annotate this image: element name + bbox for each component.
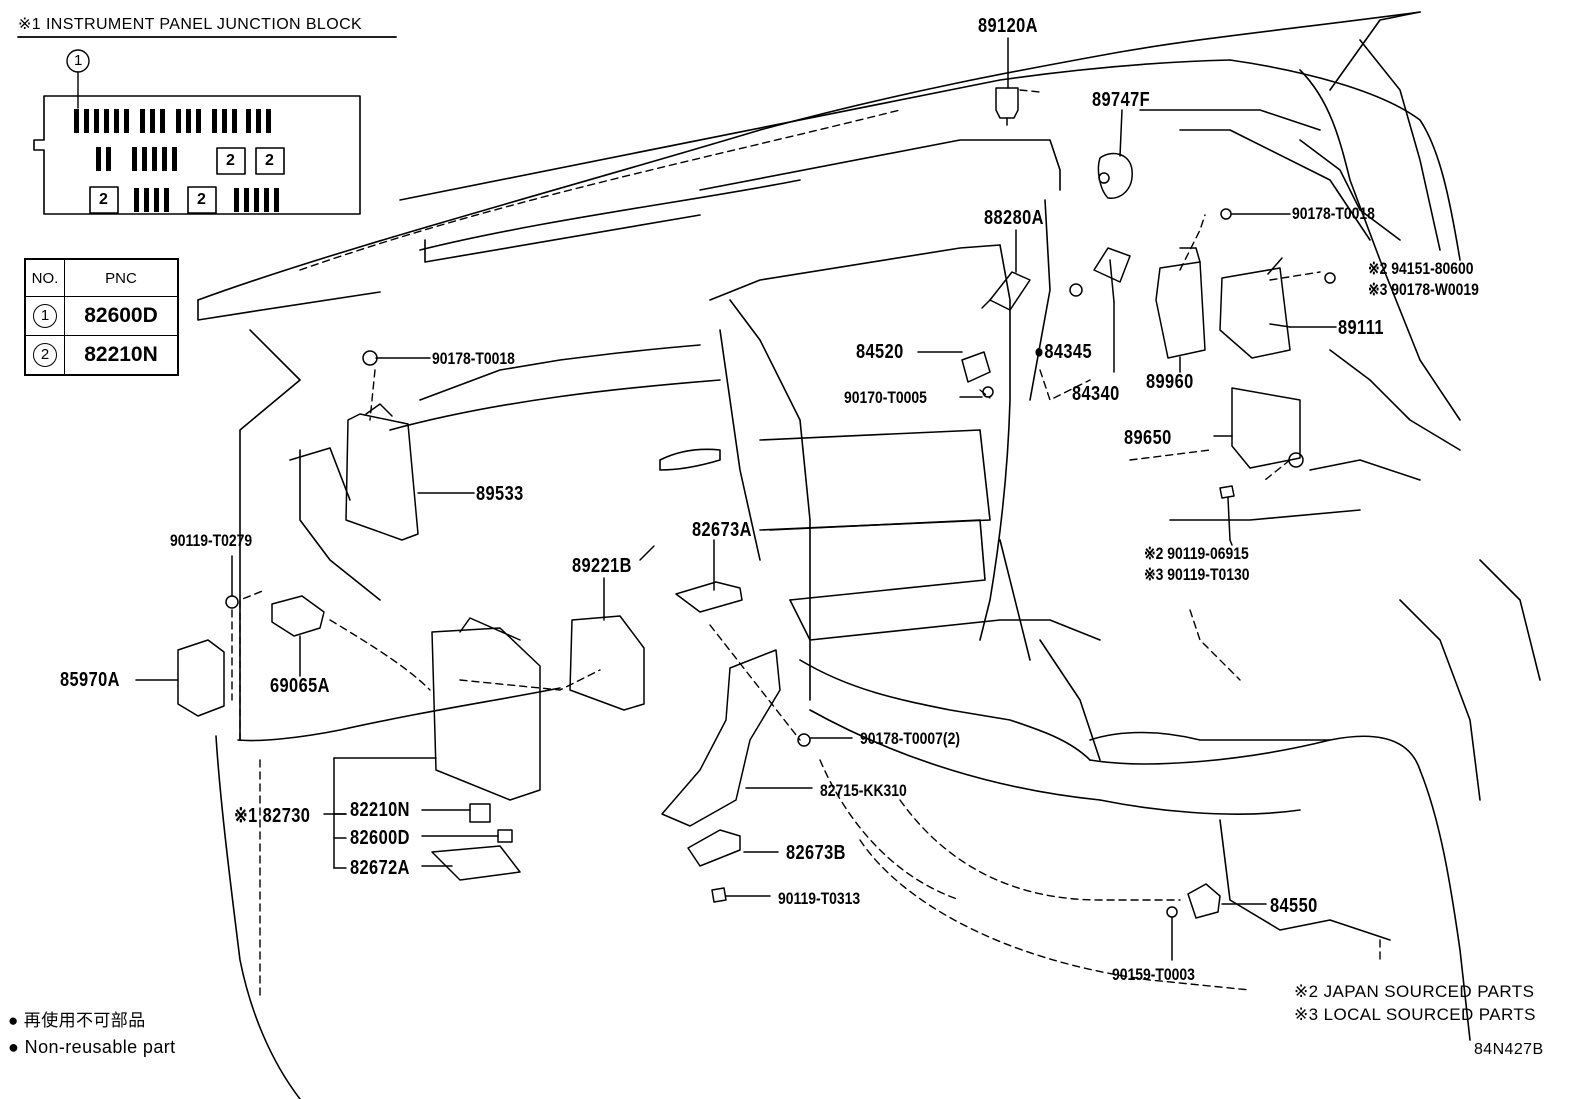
table-row: 1 82600D [24, 296, 179, 336]
legend-japanese-note: ● 再使用不可部品 [8, 1011, 146, 1030]
component-sketches [177, 87, 1336, 919]
part-label-90159-t0003: 90159-T0003 [1112, 965, 1195, 984]
part-label-84340: 84340 [1072, 383, 1120, 405]
part-label-90119-t0313: 90119-T0313 [778, 889, 861, 908]
part-label-82600d: 82600D [350, 827, 410, 849]
part-label-89120a: 89120A [978, 15, 1038, 37]
part-label-90178-t0007: 90178-T0007(2) [860, 729, 960, 748]
part-label-89747f: 89747F [1092, 89, 1151, 111]
row-pnc: 82600D [64, 296, 179, 336]
part-label-82673a: 82673A [692, 519, 752, 541]
marker-2-label: 2 [197, 191, 206, 208]
part-label-89960: 89960 [1146, 371, 1194, 393]
marker-2-label: 2 [226, 152, 235, 169]
part-label-90178-t0018-left: 90178-T0018 [432, 349, 515, 368]
part-label-90170-t0005: 90170-T0005 [844, 388, 927, 407]
part-label-90178-t0018: 90178-T0018 [1292, 204, 1375, 223]
table-header-pnc: PNC [64, 258, 179, 297]
part-label-85970a: 85970A [60, 669, 120, 691]
part-label-82673b: 82673B [786, 842, 846, 864]
legend-local-sourced: ※3 LOCAL SOURCED PARTS [1294, 1005, 1536, 1024]
marker-2-label: 2 [99, 191, 108, 208]
legend-non-reusable: ● Non-reusable part [8, 1037, 176, 1057]
part-label-84345: ●84345 [1034, 341, 1092, 363]
part-label-90119-06915: ※2 90119-06915 [1144, 544, 1249, 563]
part-label-84520: 84520 [856, 341, 904, 363]
marker-2-label: 2 [265, 152, 274, 169]
row-pnc: 82210N [64, 335, 179, 376]
part-label-84550: 84550 [1270, 895, 1318, 917]
dashboard-outline [197, 11, 1541, 1099]
part-label-88280a: 88280A [984, 207, 1044, 229]
part-label-82715-kk310: 82715-KK310 [820, 781, 907, 800]
junction-block-title: ※1 INSTRUMENT PANEL JUNCTION BLOCK [18, 16, 363, 33]
hidden-lines [231, 89, 1381, 1001]
part-label-94151-80600: ※2 94151-80600 [1368, 259, 1474, 278]
pnc-table: NO. PNC 1 82600D 2 82210N [24, 258, 179, 376]
marker-1-label: 1 [74, 52, 83, 69]
part-label-82672a: 82672A [350, 857, 410, 879]
leader-lines [135, 37, 1337, 961]
part-label-82730: ※1 82730 [234, 805, 311, 827]
row-number: 1 [33, 304, 57, 328]
part-label-90178-w0019: ※3 90178-W0019 [1368, 280, 1479, 299]
part-label-89650: 89650 [1124, 427, 1172, 449]
junction-block-illustration [17, 36, 397, 215]
part-label-89111: 89111 [1338, 317, 1384, 339]
part-label-89221b: 89221B [572, 555, 632, 577]
part-label-90119-t0279: 90119-T0279 [170, 531, 253, 550]
table-row: 2 82210N [24, 335, 179, 376]
part-label-82210n: 82210N [350, 799, 410, 821]
drawing-id: 84N427B [1474, 1041, 1544, 1058]
row-number: 2 [33, 343, 57, 367]
part-label-69065a: 69065A [270, 675, 330, 697]
table-header-no: NO. [24, 258, 65, 297]
part-label-90119-t0130: ※3 90119-T0130 [1144, 565, 1250, 584]
legend-japan-sourced: ※2 JAPAN SOURCED PARTS [1294, 982, 1535, 1001]
part-label-89533: 89533 [476, 483, 524, 505]
